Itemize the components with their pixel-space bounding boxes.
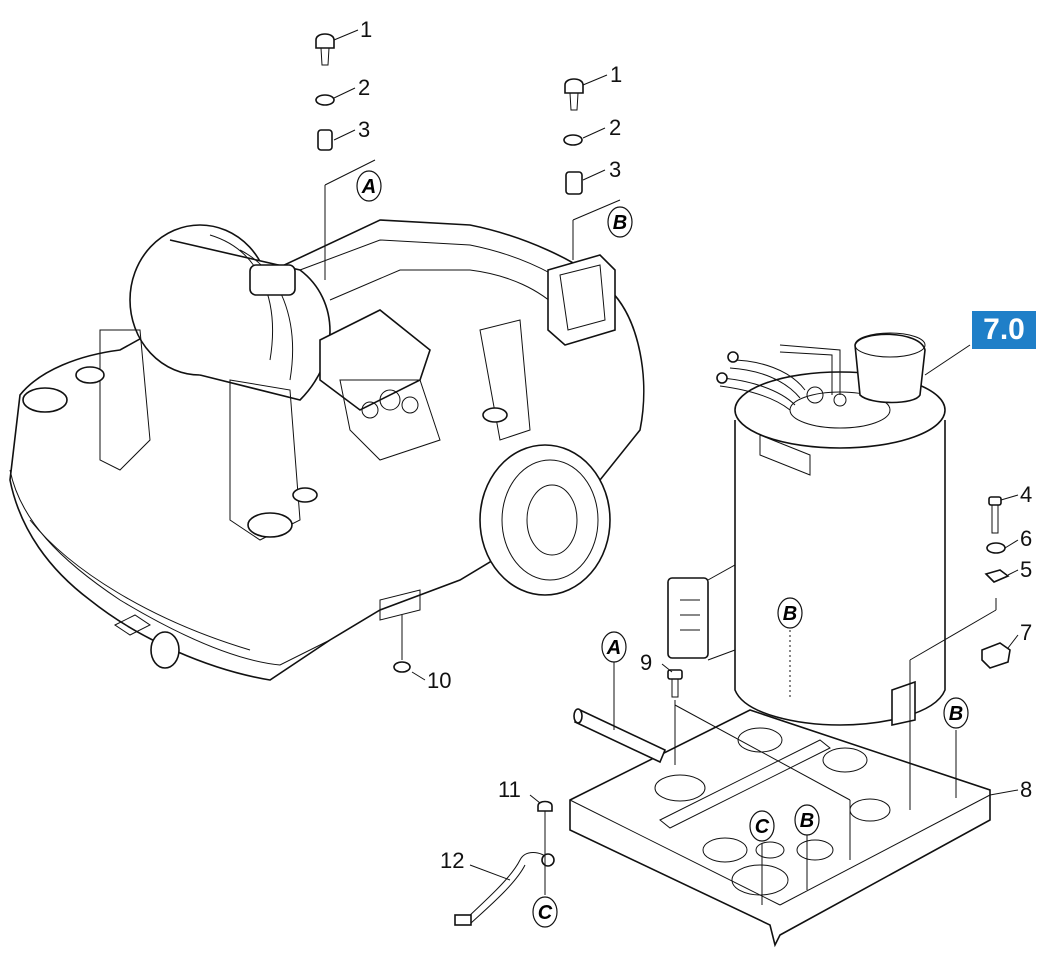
nut-icon (984, 569, 1010, 583)
machine-housing-icon (9, 219, 645, 681)
bolt-icon (667, 669, 683, 698)
screw-icon (564, 78, 584, 111)
callout-1-left: 1 (360, 17, 372, 42)
callout-2-right: 2 (609, 115, 621, 140)
callout-12: 12 (440, 848, 464, 873)
washer-icon (986, 542, 1006, 554)
ref-marker-c-cable: C (532, 896, 558, 928)
callout-1-right: 1 (610, 62, 622, 87)
washer-icon (315, 94, 335, 106)
callout-9: 9 (640, 650, 652, 675)
bolt-icon (988, 496, 1002, 534)
washer-icon (563, 134, 583, 146)
svg-text:A: A (606, 637, 621, 659)
callout-5: 5 (1020, 557, 1032, 582)
callout-3-left: 3 (358, 117, 370, 142)
leader-lines (324, 29, 1019, 905)
boiler-tank-icon (667, 332, 946, 726)
ref-marker-b-tank: B (777, 597, 803, 629)
svg-text:A: A (361, 176, 376, 198)
svg-text:C: C (538, 902, 553, 924)
base-plate-icon (569, 708, 991, 948)
svg-text:B: B (613, 212, 627, 234)
clip-icon (981, 642, 1011, 669)
svg-text:C: C (755, 816, 770, 838)
svg-text:B: B (800, 810, 814, 832)
svg-text:B: B (783, 603, 797, 625)
callout-6: 6 (1020, 526, 1032, 551)
callout-4: 4 (1020, 482, 1032, 507)
spacer-icon (317, 129, 333, 151)
callout-8: 8 (1020, 777, 1032, 802)
callout-3-right: 3 (609, 157, 621, 182)
ref-marker-a-top: A (356, 170, 382, 202)
callout-2-left: 2 (358, 75, 370, 100)
ground-cable-icon (454, 852, 555, 926)
ref-marker-b-top: B (607, 206, 633, 238)
spacer-icon (565, 171, 583, 195)
ref-marker-b-right: B (943, 697, 969, 729)
ref-marker-a-base: A (601, 631, 627, 663)
ref-marker-c-base: C (749, 810, 775, 842)
svg-text:B: B (949, 703, 963, 725)
screw-icon (537, 800, 553, 825)
callout-11: 11 (498, 777, 521, 802)
screw-icon (315, 33, 335, 66)
washer-icon (393, 661, 411, 673)
section-badge: 7.0 (972, 311, 1036, 349)
ref-marker-b-base: B (794, 804, 820, 836)
callout-10: 10 (427, 668, 451, 693)
callout-7: 7 (1020, 620, 1032, 645)
